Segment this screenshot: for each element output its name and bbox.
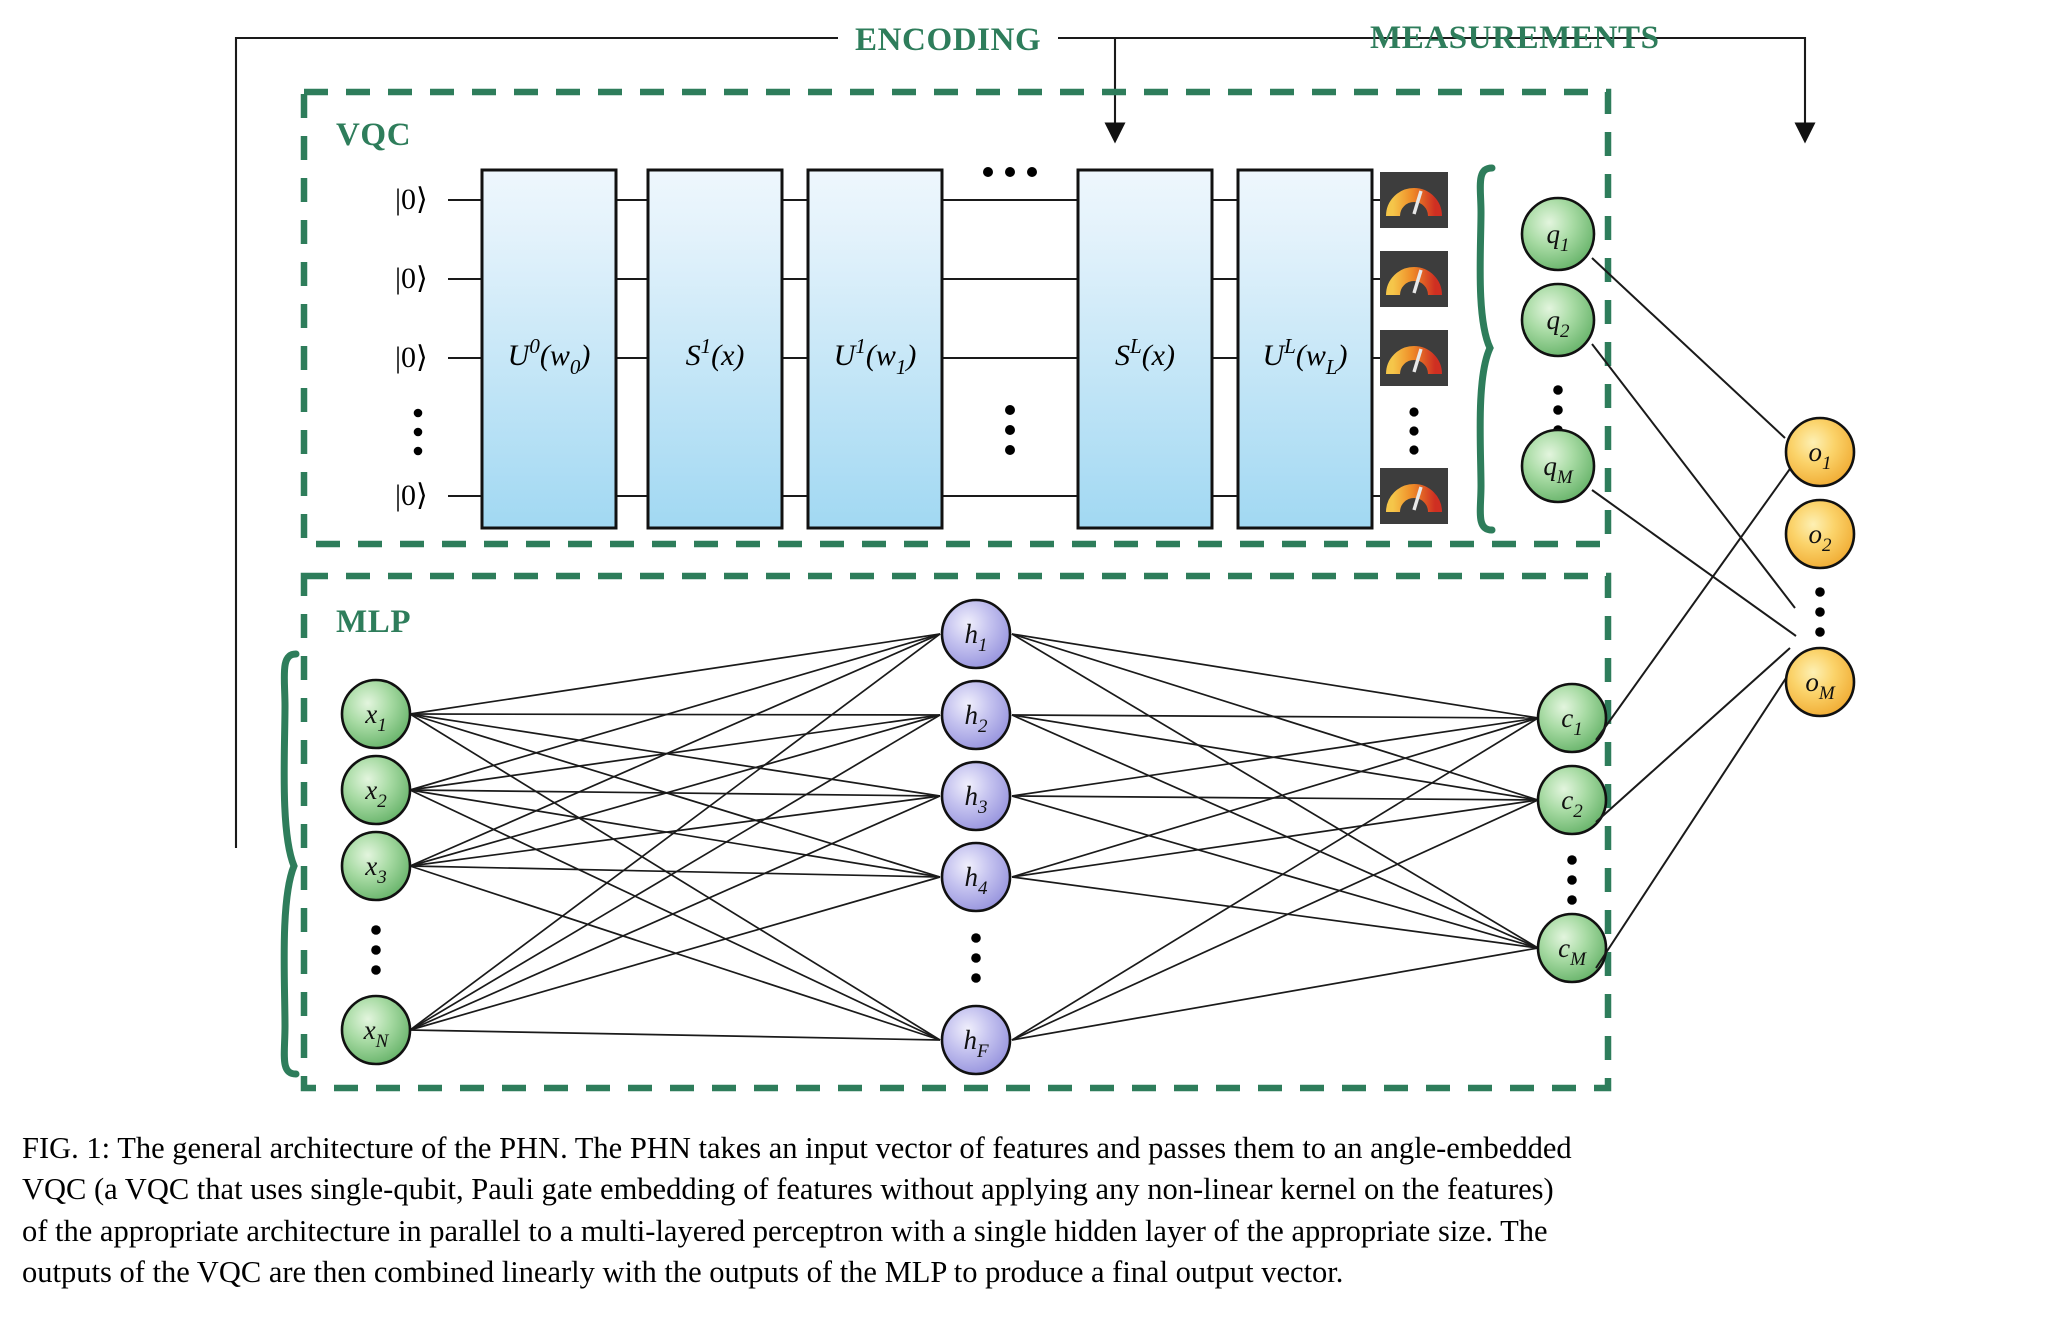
node-xN[interactable]: xN bbox=[340, 994, 412, 1066]
final-output-nodes: o1 o2 oM bbox=[1784, 416, 1856, 718]
measurements-label: MEASUREMENTS bbox=[1370, 20, 1660, 56]
node-x3[interactable]: x3 bbox=[340, 830, 412, 902]
gauge-meter-icon-0[interactable] bbox=[1380, 172, 1448, 228]
node-o1[interactable]: o1 bbox=[1784, 416, 1856, 488]
node-label-x1: x1 bbox=[364, 699, 386, 736]
gauge-meter-icon-3[interactable] bbox=[1380, 468, 1448, 524]
ket-label-3: |0⟩ bbox=[395, 479, 428, 512]
mlp-input-nodes: x1 x2 x3 bbox=[340, 678, 412, 1066]
node-label-h4: h4 bbox=[965, 862, 989, 899]
node-label-h2: h2 bbox=[965, 700, 989, 737]
node-label-qM: qM bbox=[1543, 451, 1574, 488]
quantum-output-nodes: q1 q2 qM bbox=[1520, 196, 1596, 504]
vqc-gate-sl[interactable]: SL(x) bbox=[1076, 168, 1214, 530]
node-label-q1: q1 bbox=[1547, 219, 1570, 256]
node-label-o1: o1 bbox=[1809, 437, 1832, 474]
ket-label-1: |0⟩ bbox=[395, 262, 428, 295]
measurement-brace bbox=[1476, 164, 1496, 534]
ket-label-0: |0⟩ bbox=[395, 183, 428, 216]
node-h2[interactable]: h2 bbox=[940, 679, 1012, 751]
combination-links bbox=[1591, 257, 1797, 969]
node-label-h3: h3 bbox=[965, 781, 988, 818]
node-label-h1: h1 bbox=[965, 619, 988, 656]
node-label-xN: xN bbox=[363, 1015, 390, 1052]
node-c2[interactable]: c2 bbox=[1536, 764, 1608, 836]
quantum-output-ellipsis bbox=[1553, 385, 1563, 435]
mlp-hidden-ellipsis bbox=[971, 933, 981, 983]
figure-caption: FIG. 1: The general architecture of the … bbox=[22, 1128, 2032, 1294]
mlp-edges-hidden-output bbox=[1011, 633, 1539, 1041]
gauge-meter-icon-1[interactable] bbox=[1380, 251, 1448, 307]
mlp-panel-label: MLP bbox=[336, 604, 411, 640]
mlp-hidden-nodes: h1 h2 h3 h4 bbox=[940, 598, 1012, 1076]
node-label-o2: o2 bbox=[1809, 519, 1833, 556]
ket-vertical-ellipsis bbox=[413, 408, 423, 456]
mlp-classical-output-ellipsis bbox=[1567, 855, 1577, 905]
node-label-x2: x2 bbox=[364, 775, 387, 812]
vqc-panel-label: VQC bbox=[336, 117, 411, 153]
mlp-input-ellipsis bbox=[371, 925, 381, 975]
input-brace bbox=[280, 650, 300, 1078]
node-x1[interactable]: x1 bbox=[340, 678, 412, 750]
node-h3[interactable]: h3 bbox=[940, 760, 1012, 832]
gate-gap-ellipsis-middle bbox=[1005, 405, 1015, 455]
node-label-x3: x3 bbox=[364, 851, 386, 888]
node-label-q2: q2 bbox=[1547, 305, 1571, 342]
caption-line-2: VQC (a VQC that uses single-qubit, Pauli… bbox=[22, 1172, 1554, 1207]
gate-label-ul: UL(wL) bbox=[1262, 334, 1347, 379]
encoding-branch-sl bbox=[1115, 36, 1816, 144]
node-h1[interactable]: h1 bbox=[940, 598, 1012, 670]
node-hF[interactable]: hF bbox=[940, 1004, 1012, 1076]
node-cM[interactable]: cM bbox=[1536, 912, 1608, 984]
caption-line-1: FIG. 1: The general architecture of the … bbox=[22, 1131, 1572, 1165]
gate-label-u1: U1(w1) bbox=[834, 334, 917, 379]
gate-gap-ellipsis-top bbox=[983, 167, 1037, 177]
node-label-hF: hF bbox=[963, 1025, 989, 1062]
phn-architecture-diagram: ENCODING MEASUREMENTS VQC |0⟩ |0⟩ |0⟩ |0… bbox=[234, 20, 1856, 1092]
mlp-classical-output-nodes: c1 c2 cM bbox=[1536, 682, 1608, 984]
node-label-oM: oM bbox=[1805, 667, 1836, 704]
encoding-branch-s1 bbox=[1058, 36, 1126, 144]
vqc-gate-u1[interactable]: U1(w1) bbox=[806, 168, 944, 530]
mlp-edges-input-hidden bbox=[409, 633, 941, 1041]
node-label-cM: cM bbox=[1558, 933, 1587, 970]
vqc-gate-ul[interactable]: UL(wL) bbox=[1236, 168, 1374, 530]
node-oM[interactable]: oM bbox=[1784, 646, 1856, 718]
node-label-c2: c2 bbox=[1561, 785, 1583, 822]
node-c1[interactable]: c1 bbox=[1536, 682, 1608, 754]
qubit-ket-labels: |0⟩ |0⟩ |0⟩ |0⟩ bbox=[395, 183, 428, 512]
encoding-feed-line-left bbox=[234, 36, 838, 848]
node-h4[interactable]: h4 bbox=[940, 841, 1012, 913]
vqc-panel-border bbox=[300, 88, 1612, 548]
gate-label-s1: S1(x) bbox=[686, 334, 745, 372]
node-qM[interactable]: qM bbox=[1520, 428, 1596, 504]
node-label-c1: c1 bbox=[1561, 703, 1582, 740]
mlp-panel-border bbox=[300, 572, 1612, 1092]
gauge-meter-icon-2[interactable] bbox=[1380, 330, 1448, 386]
ket-label-2: |0⟩ bbox=[395, 341, 428, 374]
gate-label-u0: U0(w0) bbox=[508, 334, 591, 379]
caption-line-3: of the appropriate architecture in paral… bbox=[22, 1213, 1548, 1248]
final-output-ellipsis bbox=[1815, 587, 1825, 637]
node-x2[interactable]: x2 bbox=[340, 754, 412, 826]
vqc-gate-u0[interactable]: U0(w0) bbox=[480, 168, 618, 530]
node-o2[interactable]: o2 bbox=[1784, 498, 1856, 570]
encoding-label: ENCODING bbox=[855, 22, 1041, 58]
vqc-gate-s1[interactable]: S1(x) bbox=[646, 168, 784, 530]
node-q2[interactable]: q2 bbox=[1520, 282, 1596, 358]
header-encoding-group: ENCODING bbox=[234, 22, 1816, 848]
caption-line-4: outputs of the VQC are then combined lin… bbox=[22, 1255, 1344, 1290]
measurement-meters bbox=[1380, 172, 1448, 524]
gate-label-sl: SL(x) bbox=[1115, 334, 1175, 372]
measurement-ellipsis bbox=[1409, 407, 1419, 455]
node-q1[interactable]: q1 bbox=[1520, 196, 1596, 272]
